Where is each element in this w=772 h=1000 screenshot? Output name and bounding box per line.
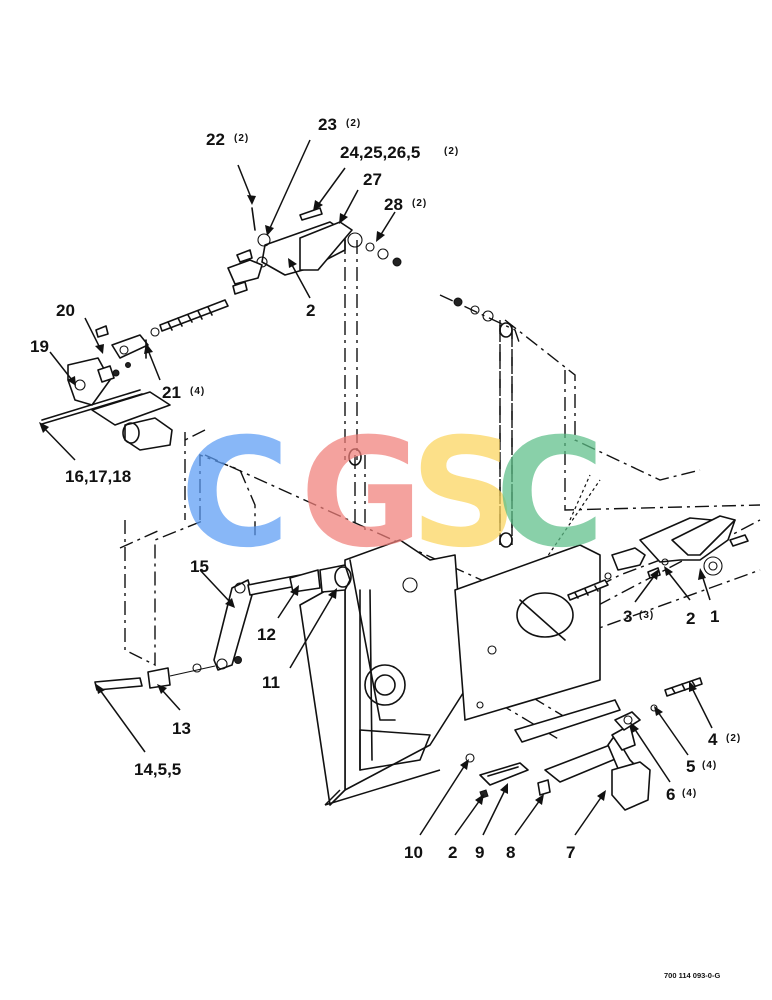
callout-3: 3 [623,607,632,626]
callout-20: 20 [56,301,75,320]
callout-14-5-5: 14,5,5 [134,760,181,779]
pedal-assembly [465,677,703,811]
callout-2-bottom: 2 [448,843,457,862]
right-bracket-assembly [453,297,749,601]
leader-lines [39,139,713,836]
lever-assembly [94,564,352,691]
callout-6: 6 [666,785,675,804]
callout-7: 7 [566,843,575,862]
callout-labels: 22 (2) 23 (2) 24,25,26,5 (2) 27 28 (2) 2… [30,115,741,980]
callout-23: 23 [318,115,337,134]
callout-2-right: 2 [686,609,695,628]
callout-19: 19 [30,337,49,356]
callout-5-qty: (4) [702,760,717,771]
callout-16-17-18: 16,17,18 [65,467,131,486]
callout-24-25-26-5: 24,25,26,5 [340,143,420,162]
drawing-reference: 700 114 093-0-G [664,971,720,980]
callout-28-qty: (2) [412,198,427,209]
callout-21-qty: (4) [190,386,205,397]
callout-22-qty: (2) [234,133,249,144]
upper-bracket-assembly [227,207,402,466]
left-rod-assembly [41,281,248,451]
callout-4-qty: (2) [726,733,741,744]
callout-21: 21 [162,383,181,402]
callout-24-qty: (2) [444,146,459,157]
callout-9: 9 [475,843,484,862]
watermark-letter-4: C [495,407,605,581]
callout-13: 13 [172,719,191,738]
callout-23-qty: (2) [346,118,361,129]
frame-plates [299,539,601,806]
callout-12: 12 [257,625,276,644]
callout-15: 15 [190,557,209,576]
callout-28: 28 [384,195,403,214]
watermark-letter-1: C [180,407,290,581]
callout-2-top: 2 [306,301,315,320]
callout-22: 22 [206,130,225,149]
watermark-letter-2: G [300,407,423,581]
callout-6-qty: (4) [682,788,697,799]
callout-10: 10 [404,843,423,862]
watermark: C G S C [180,407,605,581]
watermark-letter-3: S [410,407,518,581]
callout-1: 1 [710,607,719,626]
callout-4: 4 [708,730,718,749]
callout-11: 11 [262,673,280,692]
callout-8: 8 [506,843,515,862]
callout-27: 27 [363,170,382,189]
callout-5: 5 [686,757,695,776]
callout-3-qty: (3) [639,610,654,621]
